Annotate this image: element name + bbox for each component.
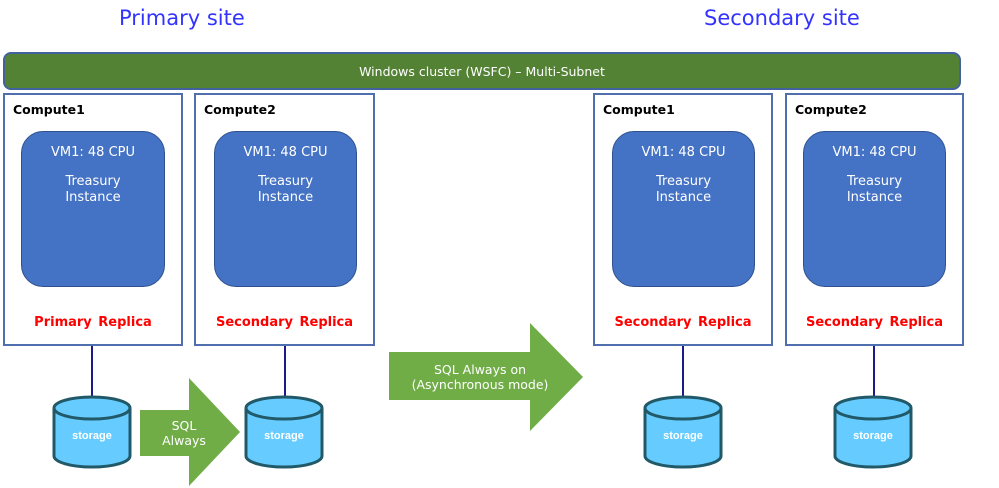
primary-compute2-node: Compute2 VM1: 48 CPU Treasury Instance S…: [194, 93, 375, 346]
storage-icon: [52, 395, 132, 469]
arrow-label-line: (Asynchronous mode): [411, 377, 549, 392]
sql-async-arrow-label: SQL Always on (Asynchronous mode): [385, 362, 575, 392]
instance-line: Treasury: [257, 174, 314, 189]
replica-role-label: Primary Replica: [34, 315, 152, 330]
vm-cpu-label: VM1: 48 CPU: [51, 145, 135, 160]
vm-instance-label: Treasury Instance: [804, 174, 945, 206]
secondary-compute1-node: Compute1 VM1: 48 CPU Treasury Instance S…: [593, 93, 773, 346]
replica-role-label: Secondary Replica: [614, 315, 752, 330]
cluster-label: Windows cluster (WSFC) – Multi-Subnet: [359, 63, 605, 79]
sql-always-arrow-label: SQL Always: [142, 418, 226, 448]
sql-always-arrow: [140, 378, 240, 486]
vm-box: VM1: 48 CPU Treasury Instance: [214, 131, 357, 287]
storage-label: storage: [264, 430, 304, 442]
primary-site-title: Primary site: [119, 6, 245, 30]
instance-line: Treasury: [655, 174, 712, 189]
vm-instance-label: Treasury Instance: [22, 174, 164, 206]
instance-line: Instance: [65, 190, 121, 205]
vm-cpu-label: VM1: 48 CPU: [243, 145, 328, 160]
primary-compute1-node: Compute1 VM1: 48 CPU Treasury Instance P…: [3, 93, 183, 346]
storage-icon: [833, 395, 913, 469]
storage-connector-line: [91, 346, 93, 398]
storage-connector-line: [873, 346, 875, 398]
compute-title: Compute1: [13, 102, 85, 117]
arrow-label-line: SQL Always on: [433, 362, 527, 377]
replica-role-label: Secondary Replica: [215, 315, 354, 330]
instance-line: Instance: [655, 190, 712, 205]
vm-box: VM1: 48 CPU Treasury Instance: [612, 131, 755, 287]
storage-connector-line: [682, 346, 684, 398]
storage-icon: [244, 395, 324, 469]
storage-connector-line: [284, 346, 286, 398]
arrow-label-line: SQL: [171, 418, 197, 433]
replica-role-label: Secondary Replica: [805, 315, 944, 330]
vm-cpu-label: VM1: 48 CPU: [832, 145, 917, 160]
secondary-site-title: Secondary site: [704, 6, 860, 30]
instance-line: Instance: [257, 190, 314, 205]
vm-instance-label: Treasury Instance: [215, 174, 356, 206]
compute-title: Compute2: [204, 102, 276, 117]
instance-line: Treasury: [65, 174, 121, 189]
instance-line: Instance: [846, 190, 903, 205]
storage-label: storage: [663, 430, 703, 442]
instance-line: Treasury: [846, 174, 903, 189]
secondary-compute2-node: Compute2 VM1: 48 CPU Treasury Instance S…: [785, 93, 964, 346]
vm-instance-label: Treasury Instance: [613, 174, 754, 206]
vm-box: VM1: 48 CPU Treasury Instance: [21, 131, 165, 287]
storage-label: storage: [72, 430, 112, 442]
vm-cpu-label: VM1: 48 CPU: [641, 145, 726, 160]
wsfc-cluster-bar: Windows cluster (WSFC) – Multi-Subnet: [3, 52, 961, 90]
storage-icon: [643, 395, 723, 469]
vm-box: VM1: 48 CPU Treasury Instance: [803, 131, 946, 287]
compute-title: Compute2: [795, 102, 867, 117]
storage-label: storage: [853, 430, 893, 442]
compute-title: Compute1: [603, 102, 675, 117]
arrow-label-line: Always: [162, 433, 206, 448]
sql-async-arrow: [389, 323, 583, 431]
